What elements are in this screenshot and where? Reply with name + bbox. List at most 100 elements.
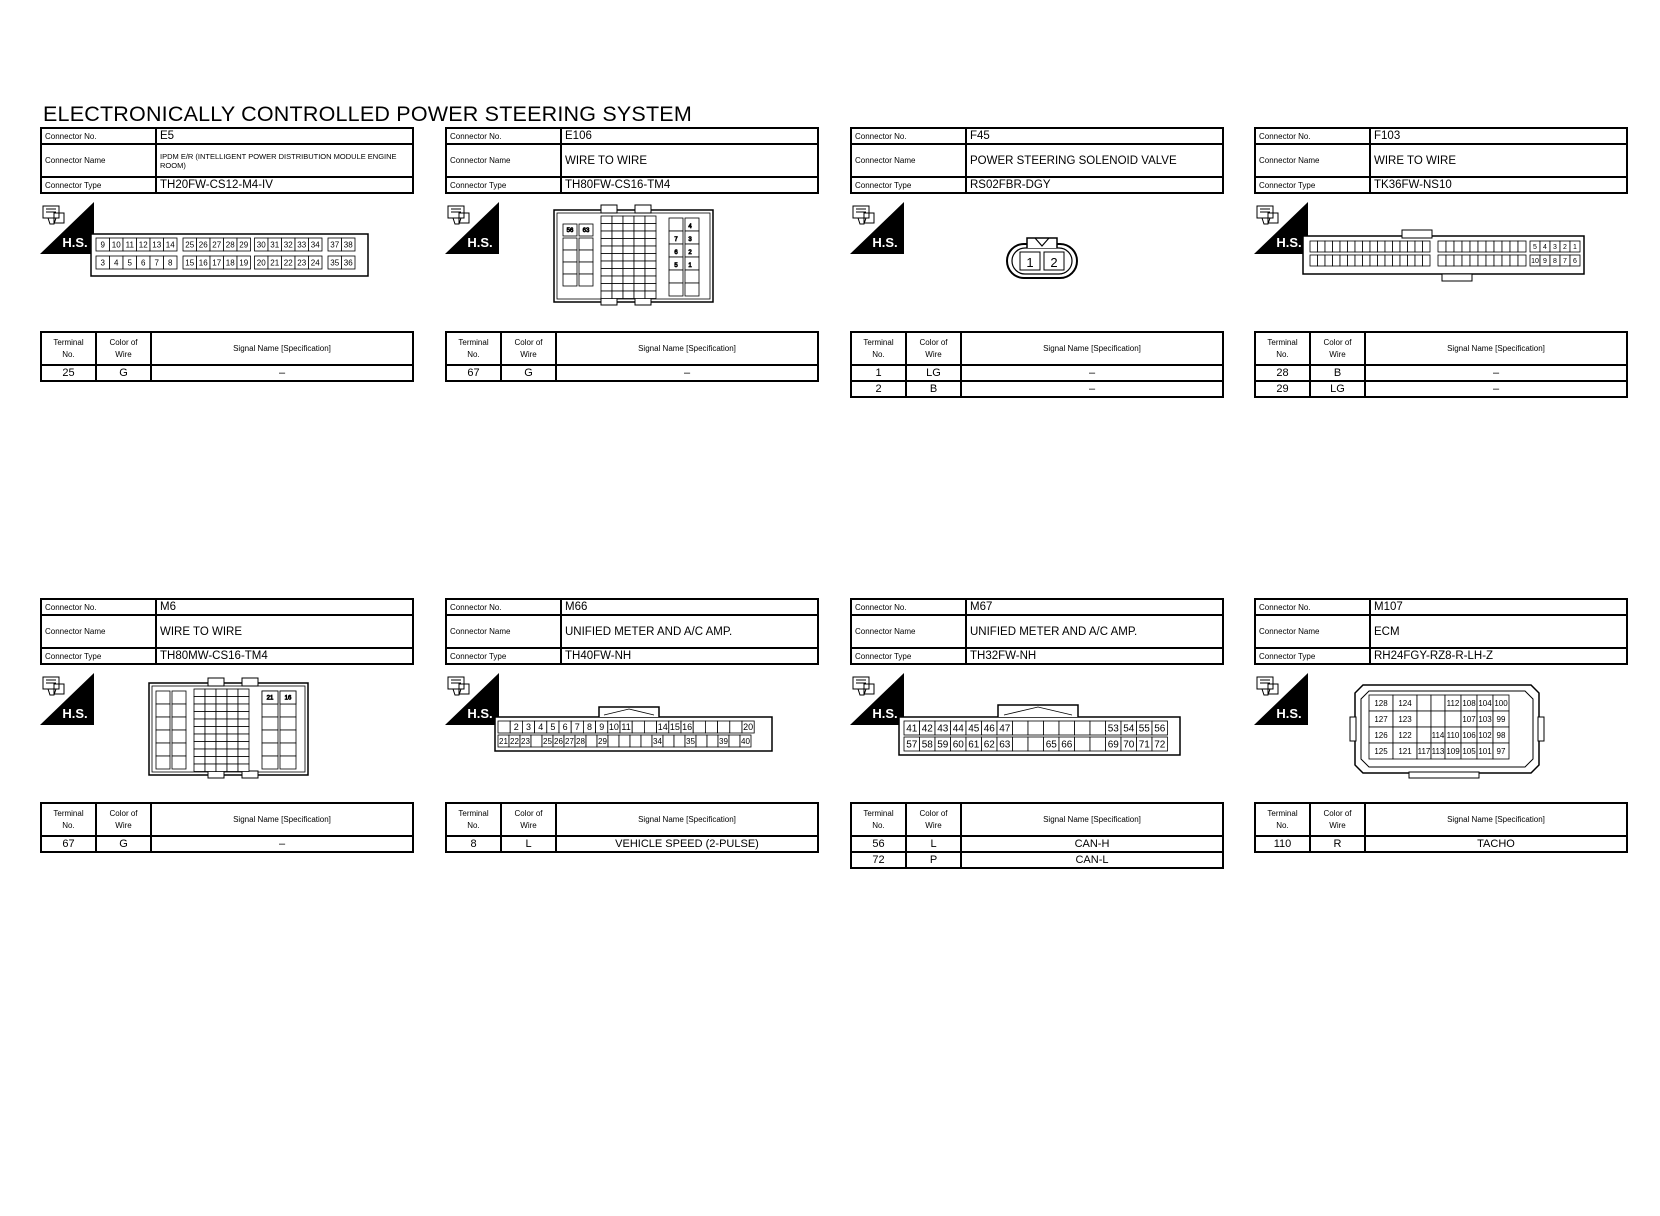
pin-label: 127: [1374, 715, 1388, 724]
pin-cell: [668, 282, 684, 297]
pin-label: 105: [1462, 747, 1476, 756]
pin-cell: [1089, 720, 1106, 736]
pin-cell: [729, 720, 743, 734]
pin-label: 16: [285, 696, 292, 702]
pin-label: 9: [1543, 258, 1547, 265]
svg-text:H.S.: H.S.: [467, 706, 492, 721]
pin-cell: [215, 696, 228, 705]
pin-cell: [1151, 736, 1168, 752]
pin-cell: [1461, 254, 1471, 267]
pin-cell: [633, 215, 646, 224]
pin-cell: [706, 734, 719, 748]
pin-cell: [204, 696, 217, 705]
pin-cell: [1422, 254, 1431, 267]
pin-cell: [341, 237, 356, 252]
pin-cell: [1377, 240, 1386, 253]
pin-cell: [622, 238, 635, 247]
pin-cell: [1485, 240, 1495, 253]
pin-cell: [1392, 254, 1401, 267]
signal-name-header: Signal Name [Specification]: [555, 331, 819, 366]
pin-cell: [607, 734, 620, 748]
pin-cell: [226, 696, 239, 705]
pin-cell: [155, 690, 171, 705]
pin-label: 1: [688, 263, 692, 269]
connector-type-label: Connector Type: [1254, 176, 1371, 194]
pin-label: 8: [168, 258, 173, 267]
pin-cell: [1324, 240, 1333, 253]
pin-label: 21: [267, 696, 274, 702]
connector-type-value: RS02FBR-DGY: [965, 176, 1224, 194]
pin-label: 20: [257, 258, 266, 267]
pin-label: 22: [284, 258, 293, 267]
pin-label: 72: [1154, 740, 1166, 751]
pin-label: 4: [538, 722, 543, 732]
pin-label: 20: [743, 722, 753, 732]
pin-label: 65: [1046, 740, 1058, 751]
pin-label: 7: [155, 258, 160, 267]
pin-cell: [1453, 240, 1463, 253]
pin-cell: [1501, 254, 1511, 267]
pin-label: 42: [922, 724, 934, 735]
pin-cell: [193, 688, 206, 697]
pin-label: 45: [968, 724, 980, 735]
pin-label: 27: [212, 240, 221, 249]
pin-label: 10: [1531, 258, 1539, 265]
pin-cell: [1027, 736, 1044, 752]
pin-label: 3: [526, 722, 531, 732]
pin-cell: [226, 688, 239, 697]
pin-label: 109: [1446, 747, 1460, 756]
pin-cell: [237, 733, 250, 742]
harness-side-icon: H.S.: [850, 202, 904, 254]
pin-label: 36: [344, 258, 353, 267]
pin-cell: [611, 215, 624, 224]
pin-cell: [695, 734, 708, 748]
pin-cell: [237, 696, 250, 705]
pin-cell: [585, 734, 598, 748]
pin-cell: [226, 711, 239, 720]
pin-cell: [644, 268, 657, 277]
pin-label: 21: [499, 737, 508, 746]
connector-no-value: F103: [1369, 127, 1628, 145]
pin-label: 106: [1462, 731, 1476, 740]
connector-name-value: WIRE TO WIRE: [560, 143, 819, 178]
connector-name-label: Connector Name: [850, 614, 967, 649]
pin-cell: [1422, 240, 1431, 253]
pin-cell: [611, 268, 624, 277]
pin-cell: [1369, 254, 1378, 267]
connector-type-value: TK36FW-NS10: [1369, 176, 1628, 194]
harness-side-icon: H.S.: [40, 673, 94, 725]
pin-label: 38: [344, 240, 353, 249]
pin-cell: [497, 720, 511, 734]
pin-cell: [1492, 742, 1510, 760]
pin-label: 62: [984, 740, 996, 751]
pin-label: 5: [674, 263, 678, 269]
pin-cell: [308, 255, 323, 270]
pin-label: 112: [1447, 699, 1460, 708]
svg-text:H.S.: H.S.: [1276, 235, 1301, 250]
pin-label: 70: [1123, 740, 1135, 751]
pin-cell: [1469, 254, 1479, 267]
pin-label: 46: [984, 724, 996, 735]
pin-label: 3: [101, 258, 106, 267]
pin-cell: [1430, 694, 1446, 712]
pin-label: 63: [999, 740, 1011, 751]
pin-cell: [1089, 736, 1106, 752]
connector-name-value: UNIFIED METER AND A/C AMP.: [560, 614, 819, 649]
pin-cell: [644, 215, 657, 224]
pin-cell: [578, 273, 594, 287]
pin-cell: [633, 245, 646, 254]
pin-cell: [237, 763, 250, 772]
